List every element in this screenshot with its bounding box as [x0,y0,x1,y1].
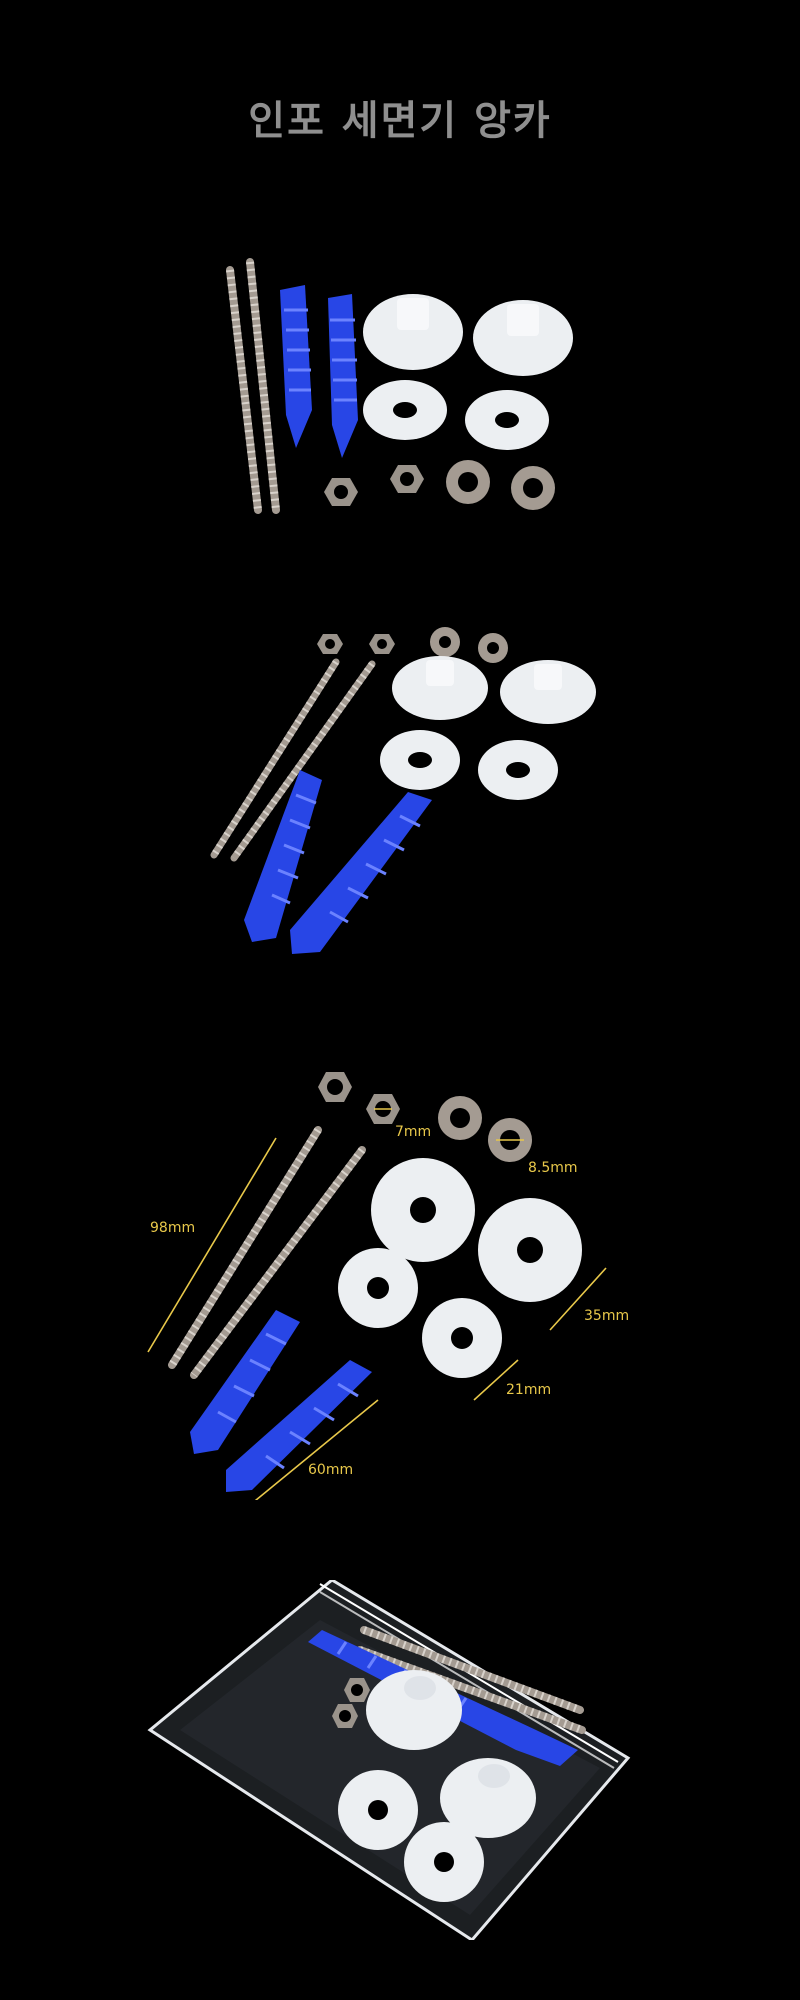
plastic-washer [465,390,549,450]
dimension-line-small-cap [473,1359,519,1401]
packaging-photo [0,1580,800,1940]
plastic-cap [363,294,463,370]
dimension-label-small-cap: 21mm [506,1382,552,1398]
plastic-cap [478,1198,582,1302]
plastic-cap [473,300,573,376]
plastic-cap [371,1158,475,1262]
dimension-line-anchor [254,1399,379,1500]
dimension-line-large-cap [549,1267,607,1331]
lag-bolt [356,1646,586,1734]
lag-bolt [246,258,280,514]
hex-nut [318,1072,352,1102]
hex-nut [332,1704,358,1728]
plastic-cap [392,656,488,720]
plastic-anchor [226,1360,372,1492]
plastic-washer [478,740,558,800]
lag-bolt [210,658,340,859]
plastic-washer [363,380,447,440]
plastic-anchor [280,285,312,448]
dimension-label-nut: 7mm [395,1124,432,1140]
lag-bolt [226,266,262,514]
hex-nut [324,478,358,506]
hex-nut [369,634,395,654]
metal-washer [446,460,490,504]
plastic-cap [500,660,596,724]
dimension-photo: 7mm 8.5mm 98mm 35mm 21mm 60mm [0,1060,800,1500]
lag-bolt [168,1126,322,1369]
hex-nut [344,1678,370,1702]
lag-bolt [360,1626,584,1714]
dimension-label-large-cap: 35mm [584,1308,630,1324]
lag-bolt [190,1146,366,1379]
plastic-washer [338,1770,418,1850]
metal-washer [478,633,508,663]
hex-nut [317,634,343,654]
dimension-line-bolt [147,1137,277,1353]
metal-washer [430,627,460,657]
product-photo-2 [0,620,800,970]
dimension-label-anchor: 60mm [308,1462,354,1478]
plastic-anchor [244,770,322,942]
plastic-washer [404,1822,484,1902]
plastic-cap [366,1670,462,1750]
plastic-anchor [290,792,432,954]
plastic-anchor [190,1310,300,1454]
plastic-cap [440,1758,536,1838]
plastic-washer [422,1298,502,1378]
plastic-washer [380,730,460,790]
page-title: 인포 세면기 앙카 [248,98,552,144]
product-photo-1 [0,230,800,550]
zip-bag [147,1580,631,1940]
metal-washer [438,1096,482,1140]
dimension-label-bolt: 98mm [150,1220,196,1236]
lag-bolt [230,660,376,862]
plastic-anchor [328,294,358,458]
plastic-washer [338,1248,418,1328]
hex-nut [390,465,424,493]
metal-washer [511,466,555,510]
dimension-label-washer: 8.5mm [528,1160,578,1176]
